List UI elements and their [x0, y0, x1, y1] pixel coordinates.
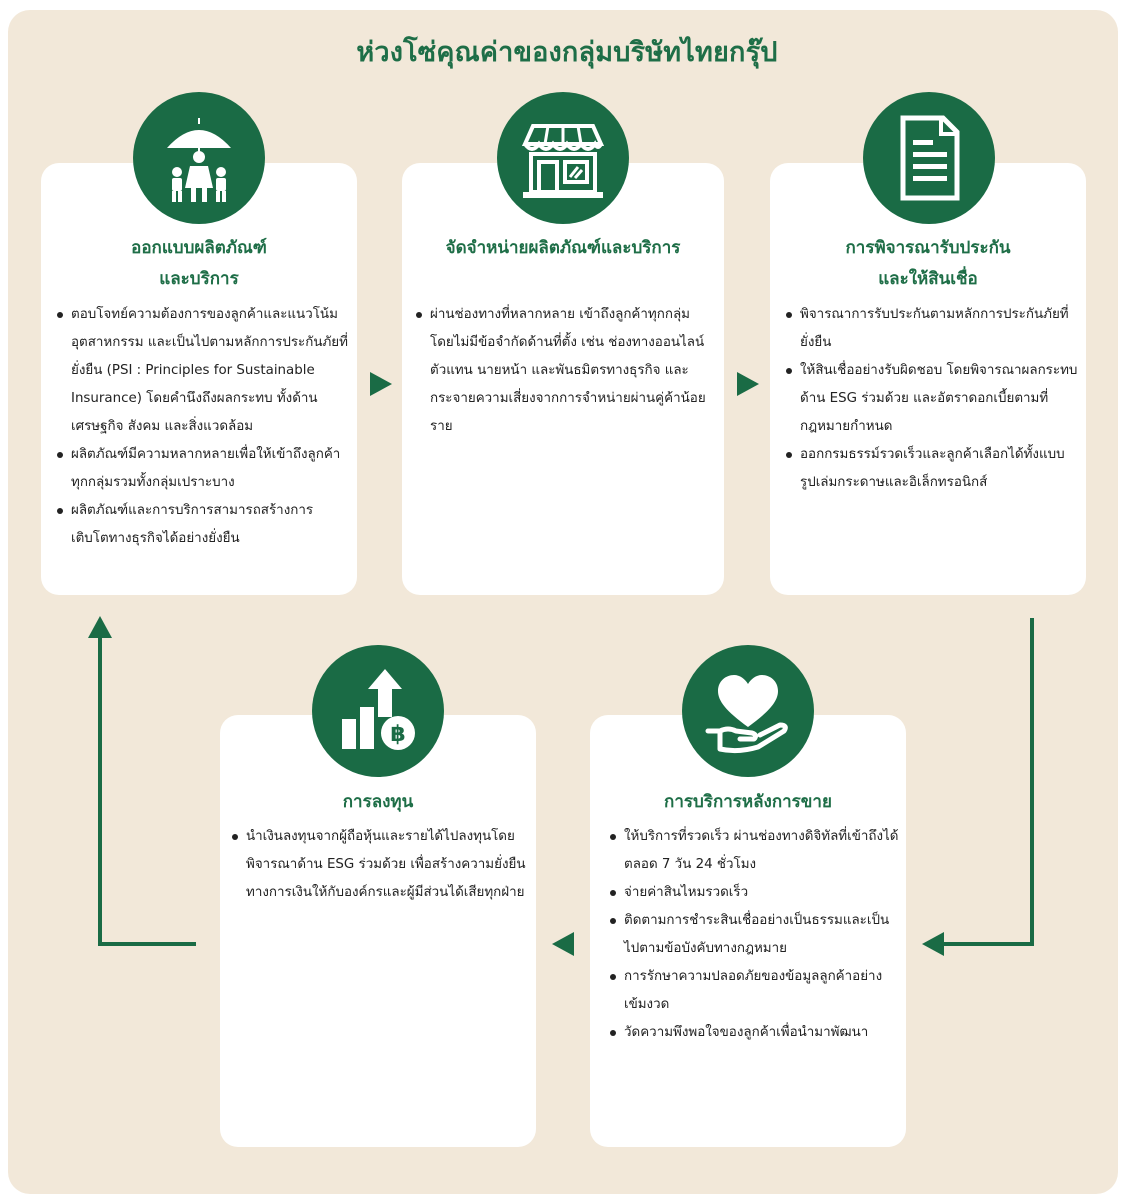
bullet-item: ผลิตภัณฑ์มีความหลากหลายเพื่อให้เข้าถึงลู…: [57, 441, 349, 497]
family-umbrella-icon: [133, 92, 265, 224]
bullet-item: ติดตามการชำระสินเชื่ออย่างเป็นธรรมและเป็…: [610, 907, 900, 963]
arrow-left-icon: [552, 932, 574, 956]
card-title-line1: จัดจำหน่ายผลิตภัณฑ์และบริการ: [445, 238, 681, 258]
card-title-line1: การลงทุน: [342, 792, 414, 812]
bullet-item: การรักษาความปลอดภัยของข้อมูลลูกค้าอย่างเ…: [610, 963, 900, 1019]
card-title-line1: ออกแบบผลิตภัณฑ์: [131, 238, 267, 258]
connector-line: [940, 942, 1034, 946]
card-title-distribution: จัดจำหน่ายผลิตภัณฑ์และบริการ: [402, 233, 724, 264]
card-title-after-sales: การบริการหลังการขาย: [590, 787, 906, 818]
bullet-item: ตอบโจทย์ความต้องการของลูกค้าและแนวโน้มอุ…: [57, 301, 349, 441]
card-product-design: ออกแบบผลิตภัณฑ์ และบริการ ตอบโจทย์ความต้…: [41, 163, 357, 595]
card-title-line1: การพิจารณารับประกัน: [845, 238, 1011, 258]
card-investment: การลงทุน นำเงินลงทุนจากผู้ถือหุ้นและรายไ…: [220, 715, 536, 1147]
bullet-item: นำเงินลงทุนจากผู้ถือหุ้นและรายได้ไปลงทุน…: [232, 823, 528, 907]
card-title-underwriting: การพิจารณารับประกัน และให้สินเชื่อ: [770, 233, 1086, 295]
svg-text:฿: ฿: [390, 722, 405, 747]
arrow-right-icon: [370, 372, 392, 396]
bullet-item: ออกกรมธรรม์รวดเร็วและลูกค้าเลือกได้ทั้งแ…: [786, 441, 1078, 497]
bullet-item: วัดความพึงพอใจของลูกค้าเพื่อนำมาพัฒนา: [610, 1019, 900, 1047]
card-after-sales: การบริการหลังการขาย ให้บริการที่รวดเร็ว …: [590, 715, 906, 1147]
card-underwriting: การพิจารณารับประกัน และให้สินเชื่อ พิจาร…: [770, 163, 1086, 595]
arrow-left-icon: [922, 932, 944, 956]
arrow-up-icon: [88, 616, 112, 638]
heart-hand-icon: [682, 645, 814, 777]
arrow-right-icon: [737, 372, 759, 396]
card-title-line2: และบริการ: [159, 269, 239, 289]
bullet-item: ให้สินเชื่ออย่างรับผิดชอบ โดยพิจารณาผลกร…: [786, 357, 1078, 441]
bullet-list-underwriting: พิจารณาการรับประกันตามหลักการประกันภัยที…: [786, 301, 1078, 497]
card-title-investment: การลงทุน: [220, 787, 536, 818]
bullet-item: ผลิตภัณฑ์และการบริการสามารถสร้างการเติบโ…: [57, 497, 349, 553]
connector-line: [1030, 618, 1034, 946]
bullet-item: พิจารณาการรับประกันตามหลักการประกันภัยที…: [786, 301, 1078, 357]
document-icon: [863, 92, 995, 224]
bullet-list-after-sales: ให้บริการที่รวดเร็ว ผ่านช่องทางดิจิทัลที…: [610, 823, 900, 1047]
card-distribution: จัดจำหน่ายผลิตภัณฑ์และบริการ ผ่านช่องทาง…: [402, 163, 724, 595]
card-title-line1: การบริการหลังการขาย: [664, 792, 832, 812]
connector-line: [98, 636, 102, 946]
bullet-item: ให้บริการที่รวดเร็ว ผ่านช่องทางดิจิทัลที…: [610, 823, 900, 879]
card-title-line2: และให้สินเชื่อ: [878, 269, 978, 289]
bullet-list-investment: นำเงินลงทุนจากผู้ถือหุ้นและรายได้ไปลงทุน…: [232, 823, 528, 907]
card-title-product-design: ออกแบบผลิตภัณฑ์ และบริการ: [41, 233, 357, 295]
bullet-list-distribution: ผ่านช่องทางที่หลากหลาย เข้าถึงลูกค้าทุกก…: [416, 301, 712, 441]
diagram-title: ห่วงโซ่คุณค่าของกลุ่มบริษัทไทยกรุ๊ป: [356, 37, 778, 68]
investment-growth-icon: ฿: [312, 645, 444, 777]
connector-line: [98, 942, 196, 946]
bullet-item: จ่ายค่าสินไหมรวดเร็ว: [610, 879, 900, 907]
storefront-icon: [497, 92, 629, 224]
bullet-list-product-design: ตอบโจทย์ความต้องการของลูกค้าและแนวโน้มอุ…: [57, 301, 349, 553]
bullet-item: ผ่านช่องทางที่หลากหลาย เข้าถึงลูกค้าทุกก…: [416, 301, 712, 441]
